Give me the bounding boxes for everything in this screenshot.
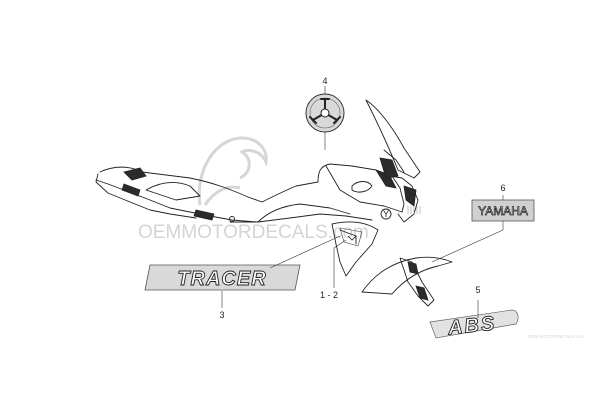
motorcycle-outline: Y <box>95 99 421 277</box>
tracer-decal-text: TRACER <box>177 268 266 290</box>
front-fender <box>361 256 453 307</box>
callout-3: 3 <box>219 310 224 320</box>
leader-lines <box>221 86 504 318</box>
abs-decal: ABS <box>429 309 519 340</box>
abs-decal-text: ABS <box>446 313 497 340</box>
callout-5: 5 <box>475 285 480 295</box>
callout-4: 4 <box>322 76 327 86</box>
watermark-text: OEMMOTORDECALS.com <box>138 222 369 243</box>
yamaha-decal: YAMAHA <box>471 199 535 222</box>
tuning-fork-emblem <box>305 93 345 133</box>
callout-6: 6 <box>500 183 505 193</box>
watermark-bird-logo <box>197 136 268 206</box>
callout-1-2: 1 - 2 <box>320 290 338 300</box>
fairing-emblem-mark: Y <box>383 209 389 219</box>
callout-labels: 4 6 3 1 - 2 5 <box>219 76 505 320</box>
watermark: OEMMOTORDECALS.com OEM-MOTORDECALS.com <box>138 136 584 339</box>
side-panel-decal <box>339 227 363 247</box>
tracer-decal: TRACER <box>144 264 301 290</box>
watermark-small-text: OEM-MOTORDECALS.com <box>528 334 584 339</box>
yamaha-decal-text: YAMAHA <box>478 204 528 218</box>
